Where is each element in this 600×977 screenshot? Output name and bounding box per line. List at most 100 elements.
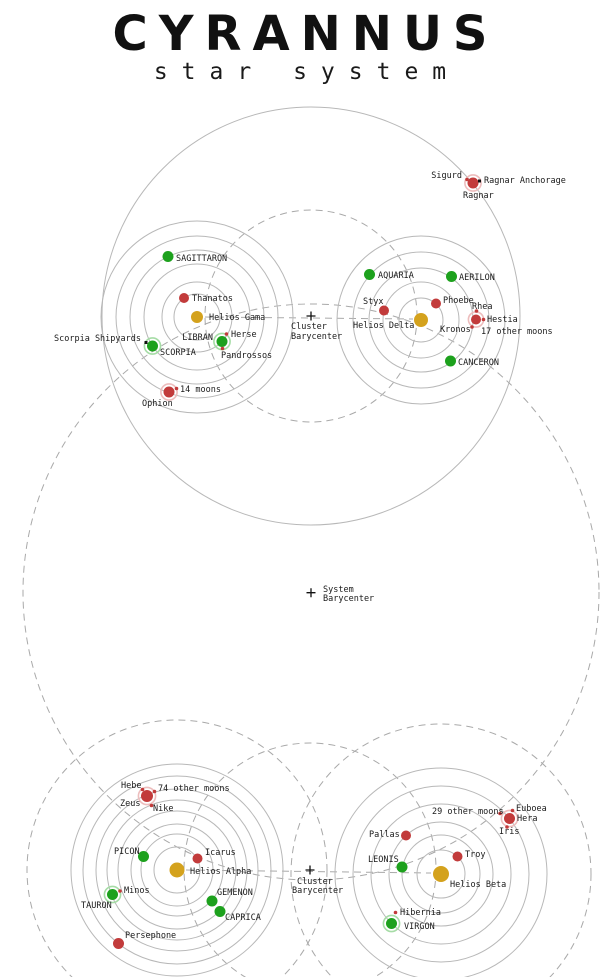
- helios-gama-orbit-ring: [143, 263, 251, 371]
- moon-hera-29-moons: [498, 811, 502, 816]
- planet-virgon: [386, 918, 397, 929]
- label-scorpia-shipyards: Scorpia Shipyards: [54, 334, 141, 344]
- label-helios-alpha: Helios Alpha: [190, 867, 251, 877]
- label-moons-14: 14 moons: [180, 385, 221, 395]
- hera-halo: [500, 809, 519, 828]
- helios-beta-orbit-ring: [416, 849, 466, 899]
- moon-sigurd: [465, 177, 469, 182]
- label-gemenon: GEMENON: [217, 888, 253, 898]
- guide-top-cluster-axis: [204, 316, 414, 320]
- helios-gama-orbit-ring: [129, 249, 265, 385]
- planet-tauron: [107, 889, 118, 900]
- planet-caprica: [214, 906, 226, 917]
- label-tauron: TAURON: [81, 901, 112, 911]
- helios-delta-orbit-ring: [336, 235, 506, 405]
- label-scorpia: SCORPIA: [160, 348, 196, 358]
- cluster-barycenter-bottom-cross: [305, 865, 315, 875]
- label-hera-29-moons: 29 other moons: [432, 807, 504, 817]
- planet-canceron: [445, 355, 456, 367]
- label-system-barycenter-1: System: [323, 585, 354, 595]
- moon-iris: [505, 825, 509, 829]
- moon-nike: [149, 803, 154, 808]
- helios-alpha-orbit-ring: [106, 799, 248, 941]
- label-helios-gama: Helios Gama: [209, 313, 265, 323]
- cluster-barycenter-top-cross: [306, 311, 316, 321]
- planet-troy: [452, 851, 463, 862]
- guide-bottom-cluster-axis: [185, 869, 432, 874]
- label-ragnar: Ragnar: [463, 191, 494, 201]
- label-phoebe: Phoebe: [443, 296, 474, 306]
- planet-thanatos: [179, 293, 189, 303]
- planet-kronos: [471, 314, 481, 325]
- helios-gama-orbit-ring: [115, 235, 279, 399]
- label-kronos: Kronos: [440, 325, 471, 335]
- label-zeus: Zeus: [120, 799, 140, 809]
- label-libran: LIBRAN: [182, 333, 213, 343]
- moon-herse: [224, 332, 229, 336]
- moon-hibernia: [393, 910, 398, 915]
- label-helios-delta: Helios Delta: [353, 321, 414, 331]
- helios-delta-orbit-ring: [382, 281, 460, 359]
- helios-beta-orbit-ring: [401, 834, 481, 914]
- planet-libran: [216, 336, 228, 347]
- star-helios-alpha: [169, 862, 185, 878]
- helios-beta-orbit-ring: [352, 785, 530, 963]
- planet-ragnar: [467, 177, 479, 189]
- label-cluster-barycenter-top-1: Cluster: [291, 322, 327, 332]
- planet-pallas: [401, 830, 411, 841]
- label-aerilon: AERILON: [459, 273, 495, 283]
- label-hibernia: Hibernia: [400, 908, 441, 918]
- label-nike: Nike: [153, 804, 173, 814]
- helios-alpha-orbit-ring: [95, 788, 259, 952]
- label-ophion: Ophion: [142, 399, 173, 409]
- zeus-halo: [137, 786, 157, 806]
- label-caprica: CAPRICA: [225, 913, 261, 923]
- moon-moons-14: [174, 386, 179, 391]
- moon-hestia: [481, 317, 486, 322]
- helios-gama-orbit-ring: [173, 293, 221, 341]
- label-sagittaron: SAGITTARON: [176, 254, 227, 264]
- label-herse: Herse: [231, 330, 257, 340]
- helios-alpha-orbit-ring: [130, 823, 224, 917]
- label-persephone: Persephone: [125, 931, 176, 941]
- label-sigurd: Sigurd: [431, 171, 462, 181]
- scorpia-halo: [143, 337, 162, 355]
- helios-alpha-orbit-ring: [82, 775, 272, 965]
- label-virgon: VIRGON: [404, 922, 435, 932]
- planet-phoebe: [431, 298, 441, 309]
- label-iris: Iris: [499, 827, 519, 837]
- label-leonis: LEONIS: [368, 855, 399, 865]
- label-hestia: Hestia: [487, 315, 518, 325]
- guide-system-orbit: [22, 303, 600, 881]
- label-cluster-barycenter-top-2: Barycenter: [291, 332, 342, 342]
- virgon-halo: [382, 914, 401, 933]
- star-helios-delta: [414, 313, 428, 327]
- helios-delta-orbit-ring: [398, 297, 444, 343]
- label-kronos-17-moons: 17 other moons: [481, 327, 553, 337]
- helios-beta-orbit-ring: [388, 821, 494, 927]
- moon-euboea: [510, 808, 515, 813]
- planet-ophion: [163, 386, 175, 398]
- planet-scorpia: [147, 340, 158, 352]
- moon-rhea: [474, 309, 479, 313]
- label-cluster-barycenter-bottom-2: Barycenter: [292, 886, 343, 896]
- guide-ragnar-orbit: [101, 106, 521, 526]
- star-helios-gama: [191, 311, 203, 323]
- station-scorpia-shipyards: [144, 341, 148, 344]
- label-hera: Hera: [517, 814, 537, 824]
- helios-alpha-orbit-ring: [153, 846, 201, 894]
- moon-hebe: [140, 787, 145, 792]
- tauron-halo: [103, 885, 122, 904]
- ophion-halo: [160, 383, 178, 401]
- label-euboea: Euboea: [516, 804, 547, 814]
- guide-helios-alpha-boundary: [26, 719, 328, 977]
- planet-zeus: [141, 790, 153, 802]
- planet-styx: [379, 305, 389, 316]
- helios-gama-orbit-ring: [100, 220, 294, 414]
- label-hebe: Hebe: [121, 781, 141, 791]
- moon-pandrossos: [220, 346, 225, 351]
- label-icarus: Icarus: [205, 848, 236, 858]
- moon-zeus-74-moons: [152, 789, 157, 794]
- label-minos: Minos: [124, 886, 150, 896]
